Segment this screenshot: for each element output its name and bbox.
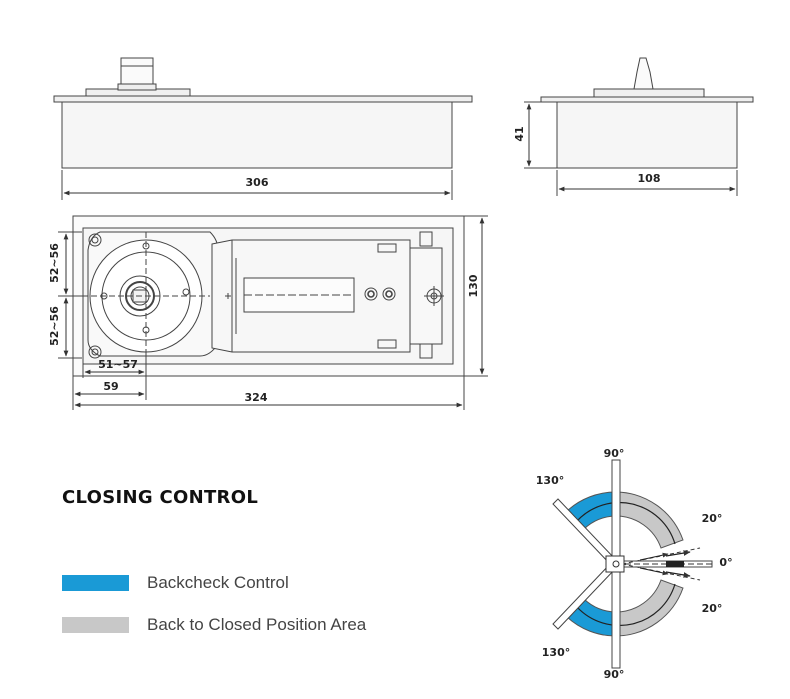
plan-view (58, 215, 488, 410)
legend-label-backcheck: Backcheck Control (147, 573, 289, 592)
dim-52-56-top: 52~56 (48, 243, 61, 283)
closing-arrow-upper (665, 550, 691, 557)
dim-51-57: 51~57 (98, 358, 138, 371)
closing-control-title: CLOSING CONTROL (62, 487, 259, 508)
closing-arrow-lower (665, 571, 691, 578)
legend-swatch-closed-area (62, 617, 129, 633)
side-body (61, 101, 453, 169)
angle-0: 0° (719, 556, 732, 569)
dim-306: 306 (246, 176, 269, 189)
end-view (524, 57, 754, 196)
plan-valve-1 (364, 287, 378, 301)
dim-108: 108 (638, 172, 661, 185)
dim-130: 130 (467, 274, 480, 297)
door-leaf-90-bottom (611, 567, 621, 669)
side-view (53, 57, 473, 200)
side-cover-plate (53, 95, 473, 103)
side-spindle (120, 57, 154, 85)
angle-130-upper: 130° (536, 474, 564, 487)
end-body (556, 101, 738, 169)
closing-control-diagram (552, 459, 714, 669)
door-leaf-90-top (611, 459, 621, 561)
plan-valve-2 (382, 287, 396, 301)
end-spindle-base (593, 88, 705, 98)
closed-area-lower (615, 579, 684, 637)
dim-52-56-bottom: 52~56 (48, 306, 61, 346)
side-spindle-neck (117, 83, 157, 91)
end-cover-plate (540, 96, 754, 103)
angle-20-lower: 20° (702, 602, 723, 615)
plan-screw-top-left (88, 233, 102, 247)
angle-90-top: 90° (604, 447, 625, 460)
angle-130-lower: 130° (542, 646, 570, 659)
dim-59: 59 (103, 380, 118, 393)
closed-area-upper (615, 491, 684, 549)
latch-region (666, 561, 684, 567)
dim-41: 41 (513, 126, 526, 141)
end-spindle (633, 57, 654, 90)
dim-324: 324 (245, 391, 268, 404)
angle-20-upper: 20° (702, 512, 723, 525)
plan-screw-bottom-left (88, 345, 102, 359)
legend-swatch-backcheck (62, 575, 129, 591)
angle-90-bottom: 90° (604, 668, 625, 681)
legend-label-closed-area: Back to Closed Position Area (147, 615, 367, 634)
